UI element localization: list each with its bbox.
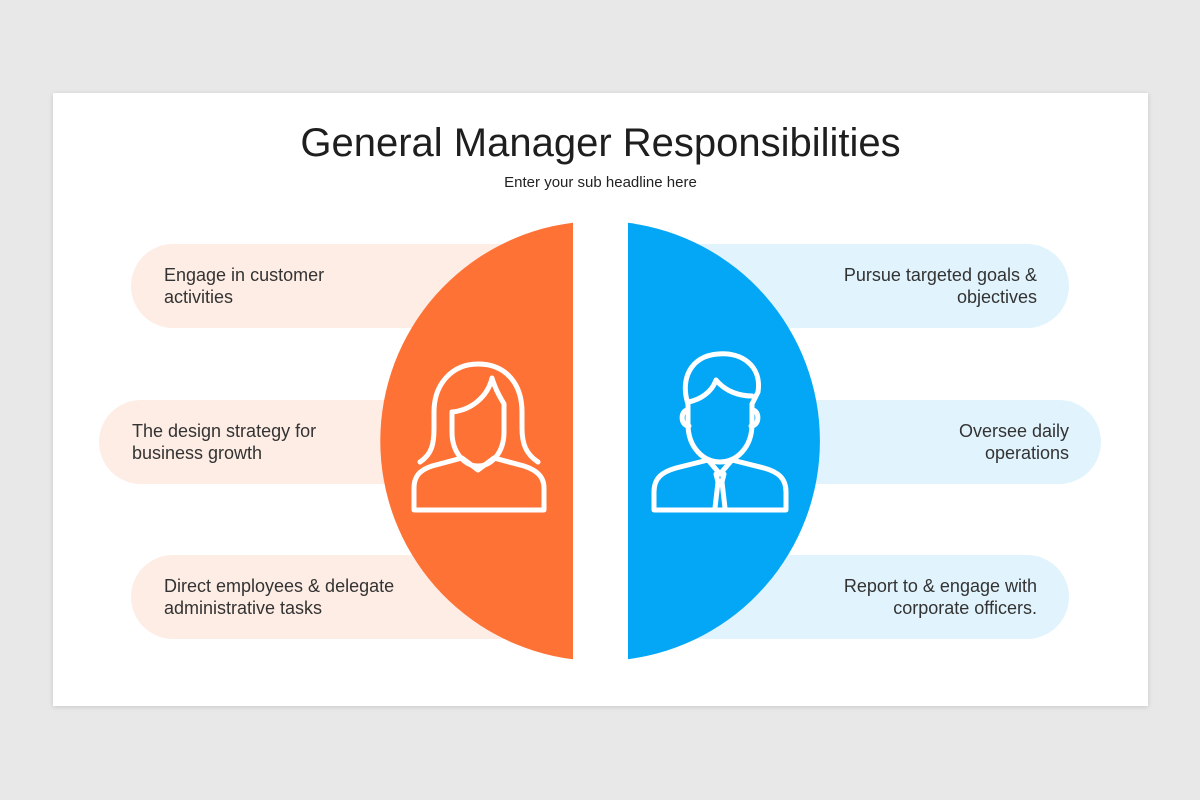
left-item-text: Engage in customer activities: [164, 265, 325, 307]
slide-title: General Manager Responsibilities: [300, 121, 901, 165]
right-item-pill: Oversee daily operations: [640, 400, 1101, 484]
left-item-text: Direct employees & delegate administrati…: [164, 576, 395, 618]
left-item-pill: Engage in customer activities: [131, 244, 560, 328]
left-item-pill: The design strategy for business growth: [99, 400, 560, 484]
right-item-text: Pursue targeted goals & objectives: [843, 265, 1037, 307]
left-item-pill: Direct employees & delegate administrati…: [131, 555, 560, 639]
slide: General Manager Responsibilities Enter y…: [53, 93, 1148, 706]
right-item-pill: Pursue targeted goals & objectives: [640, 244, 1069, 328]
right-item-text: Report to & engage with corporate office…: [843, 576, 1037, 618]
slide-subtitle: Enter your sub headline here: [504, 174, 697, 191]
right-item-text: Oversee daily operations: [958, 421, 1069, 463]
right-item-pill: Report to & engage with corporate office…: [640, 555, 1069, 639]
left-item-text: The design strategy for business growth: [132, 421, 317, 463]
